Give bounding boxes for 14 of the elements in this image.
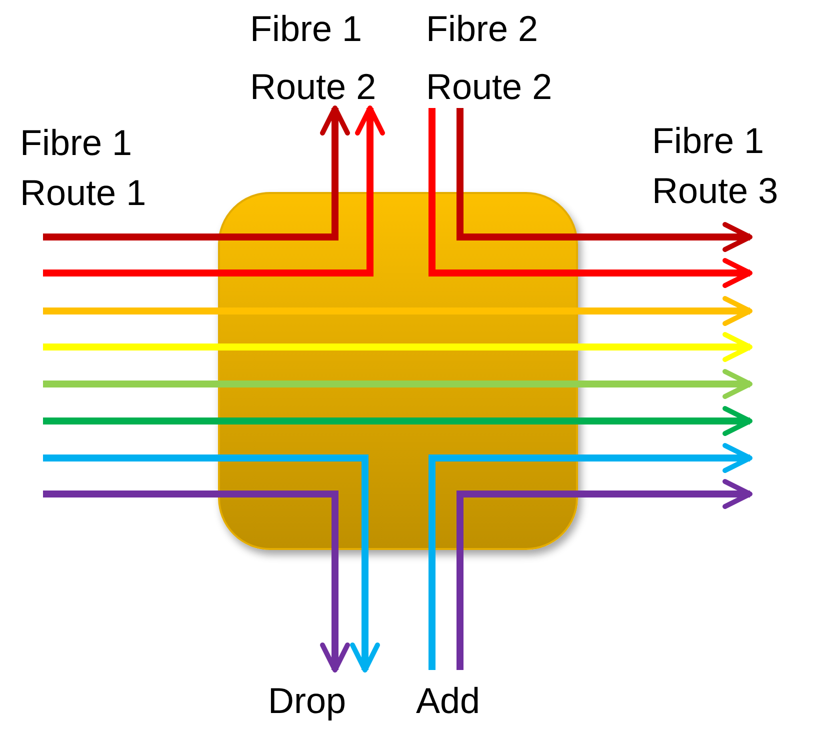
port-label: Fibre 1 Route 1 xyxy=(20,121,148,215)
port-label: Fibre 1 Route 3 xyxy=(652,119,780,213)
signal-arrow xyxy=(43,106,350,240)
signal-arrow xyxy=(456,479,752,670)
port-label: Fibre 2 Route 2 xyxy=(426,0,576,106)
port-label: Add xyxy=(416,672,506,730)
port-label: Fibre 1 Route 2 xyxy=(250,0,400,106)
signal-arrow xyxy=(43,454,380,672)
port-label: Drop xyxy=(268,672,368,730)
signal-arrow xyxy=(428,443,752,670)
signal-arrow xyxy=(428,108,752,288)
signal-arrow xyxy=(43,106,385,276)
signal-arrow xyxy=(456,108,752,252)
signal-arrow xyxy=(43,490,350,672)
